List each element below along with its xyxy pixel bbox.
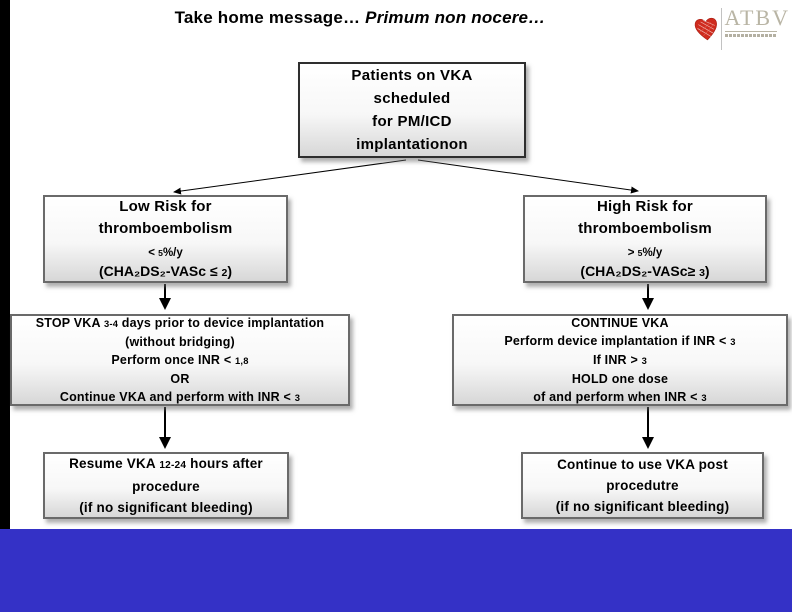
node-line: scheduled [373, 90, 451, 107]
node-line: Low Risk for [119, 197, 212, 215]
title-italic: Primum non nocere… [365, 8, 546, 27]
node-line: procedure [132, 479, 200, 494]
node-line: Continue to use VKA post [557, 457, 728, 472]
node-continue-vka: CONTINUE VKA Perform device implantation… [452, 314, 788, 406]
node-line: (without bridging) [125, 334, 235, 349]
atbv-logo: ATBV [694, 6, 790, 56]
node-line: Continue VKA and perform with INR < 3 [59, 389, 301, 404]
node-stop-vka: STOP VKA 3-4 days prior to device implan… [10, 314, 350, 406]
left-black-bar [0, 0, 10, 529]
node-line: STOP VKA 3-4 days prior to device implan… [35, 315, 325, 330]
footer-blue-band [0, 529, 792, 612]
node-line: Perform once INR < 1,8 [111, 352, 249, 367]
logo-text: ATBV [724, 5, 790, 30]
atbv-tagline [724, 34, 777, 37]
node-line: Patients on VKA [351, 67, 473, 84]
node-line: (if no significant bleeding) [79, 500, 253, 515]
node-low-risk: Low Risk for thromboembolism < 5%/y (CHA… [43, 195, 288, 283]
node-patients-on-vka: Patients on VKA scheduled for PM/ICD imp… [298, 62, 526, 158]
node-line: < 5%/y [148, 246, 183, 259]
node-line: (if no significant bleeding) [555, 499, 730, 514]
node-line: implantationon [356, 136, 468, 153]
logo-rule [724, 31, 777, 32]
node-line: CONTINUE VKA [571, 315, 669, 330]
node-line: Perform device implantation if INR < 3 [504, 333, 736, 348]
node-line: OR [170, 371, 190, 386]
node-line: procedutre [606, 478, 679, 493]
node-line: thromboembolism [578, 219, 712, 237]
heart-icon [694, 17, 717, 41]
node-line: thromboembolism [98, 219, 233, 237]
node-resume-vka: Resume VKA 12-24 hours after procedure (… [43, 452, 289, 519]
node-line: HOLD one dose [571, 371, 669, 386]
node-line: > 5%/y [627, 246, 663, 259]
node-continue-post: Continue to use VKA post procedutre (if … [521, 452, 764, 519]
node-line: of and perform when INR < 3 [533, 389, 707, 404]
node-line: High Risk for [597, 197, 693, 215]
node-line: Resume VKA 12-24 hours after [69, 456, 263, 471]
node-line: If INR > 3 [592, 352, 648, 367]
node-line: (CHA₂DS₂-VASc ≤ 2) [98, 262, 233, 279]
logo-divider [720, 8, 722, 50]
node-line: (CHA₂DS₂-VASc≥ 3) [580, 262, 710, 279]
node-line: for PM/ICD [372, 113, 452, 130]
node-high-risk: High Risk for thromboembolism > 5%/y (CH… [523, 195, 767, 283]
title-regular: Take home message… [174, 8, 366, 27]
page-title: Take home message… Primum non nocere… [10, 8, 710, 28]
